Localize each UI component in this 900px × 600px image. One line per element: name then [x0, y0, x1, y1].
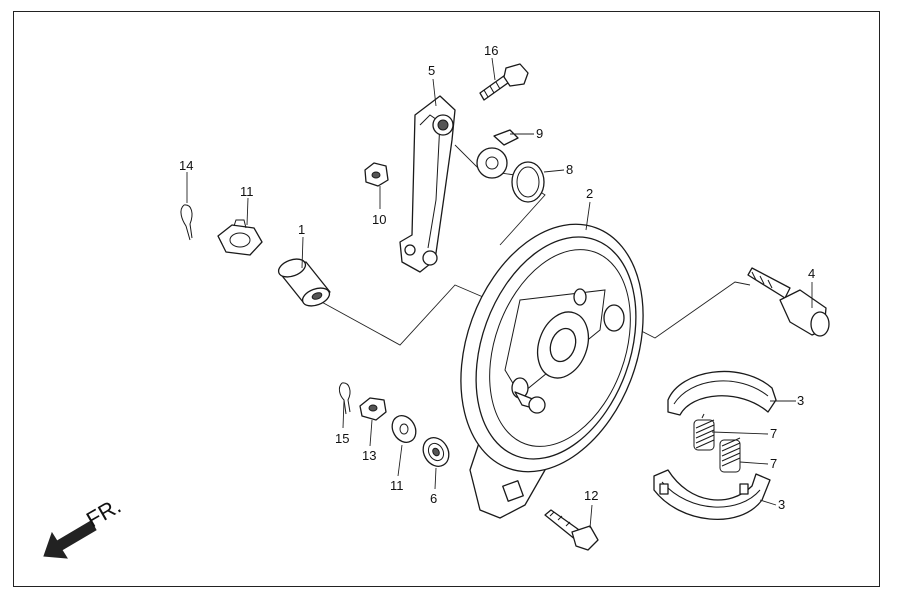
washer [391, 415, 417, 443]
callout-14: 14 [179, 158, 193, 173]
callout-2: 2 [586, 186, 593, 201]
callout-7a: 7 [770, 426, 777, 441]
callout-10: 10 [372, 212, 386, 227]
brake-shoe-upper [667, 370, 777, 416]
callout-9: 9 [536, 126, 543, 141]
callout-labels: 1 2 3 3 4 5 6 7 7 8 9 10 11 11 12 13 14 … [179, 43, 815, 512]
o-ring [511, 161, 545, 203]
pivot-bolt [544, 509, 599, 551]
callout-7b: 7 [770, 456, 777, 471]
brake-panel [460, 223, 644, 519]
return-spring-lower [719, 437, 741, 473]
cotter-pin-upper [180, 204, 193, 241]
callout-3a: 3 [797, 393, 804, 408]
return-spring-upper [693, 413, 715, 451]
leader-lines [186, 57, 813, 529]
callout-11a: 11 [240, 184, 254, 199]
arm-bolt [479, 63, 529, 101]
arm-nut [364, 162, 389, 187]
callout-1: 1 [298, 222, 305, 237]
brake-arm [399, 95, 456, 273]
collar [277, 258, 331, 307]
callout-4: 4 [808, 266, 815, 281]
lower-nut [359, 397, 387, 421]
callout-16: 16 [484, 43, 498, 58]
callout-6: 6 [430, 491, 437, 506]
callout-11b: 11 [390, 478, 404, 493]
bearing [422, 437, 450, 467]
brake-shoe-lower [653, 469, 771, 520]
diagram-frame [13, 11, 880, 587]
castle-nut [217, 219, 263, 256]
callout-8: 8 [566, 162, 573, 177]
callout-13: 13 [362, 448, 376, 463]
callout-15: 15 [335, 431, 349, 446]
cotter-pin-lower [338, 382, 351, 415]
callout-12: 12 [584, 488, 598, 503]
wear-indicator-plate [476, 129, 519, 179]
front-direction-indicator: FR. [43, 493, 125, 559]
brake-cam [747, 267, 830, 337]
callout-5: 5 [428, 63, 435, 78]
front-arrow-icon [43, 520, 97, 559]
callout-3b: 3 [778, 497, 785, 512]
